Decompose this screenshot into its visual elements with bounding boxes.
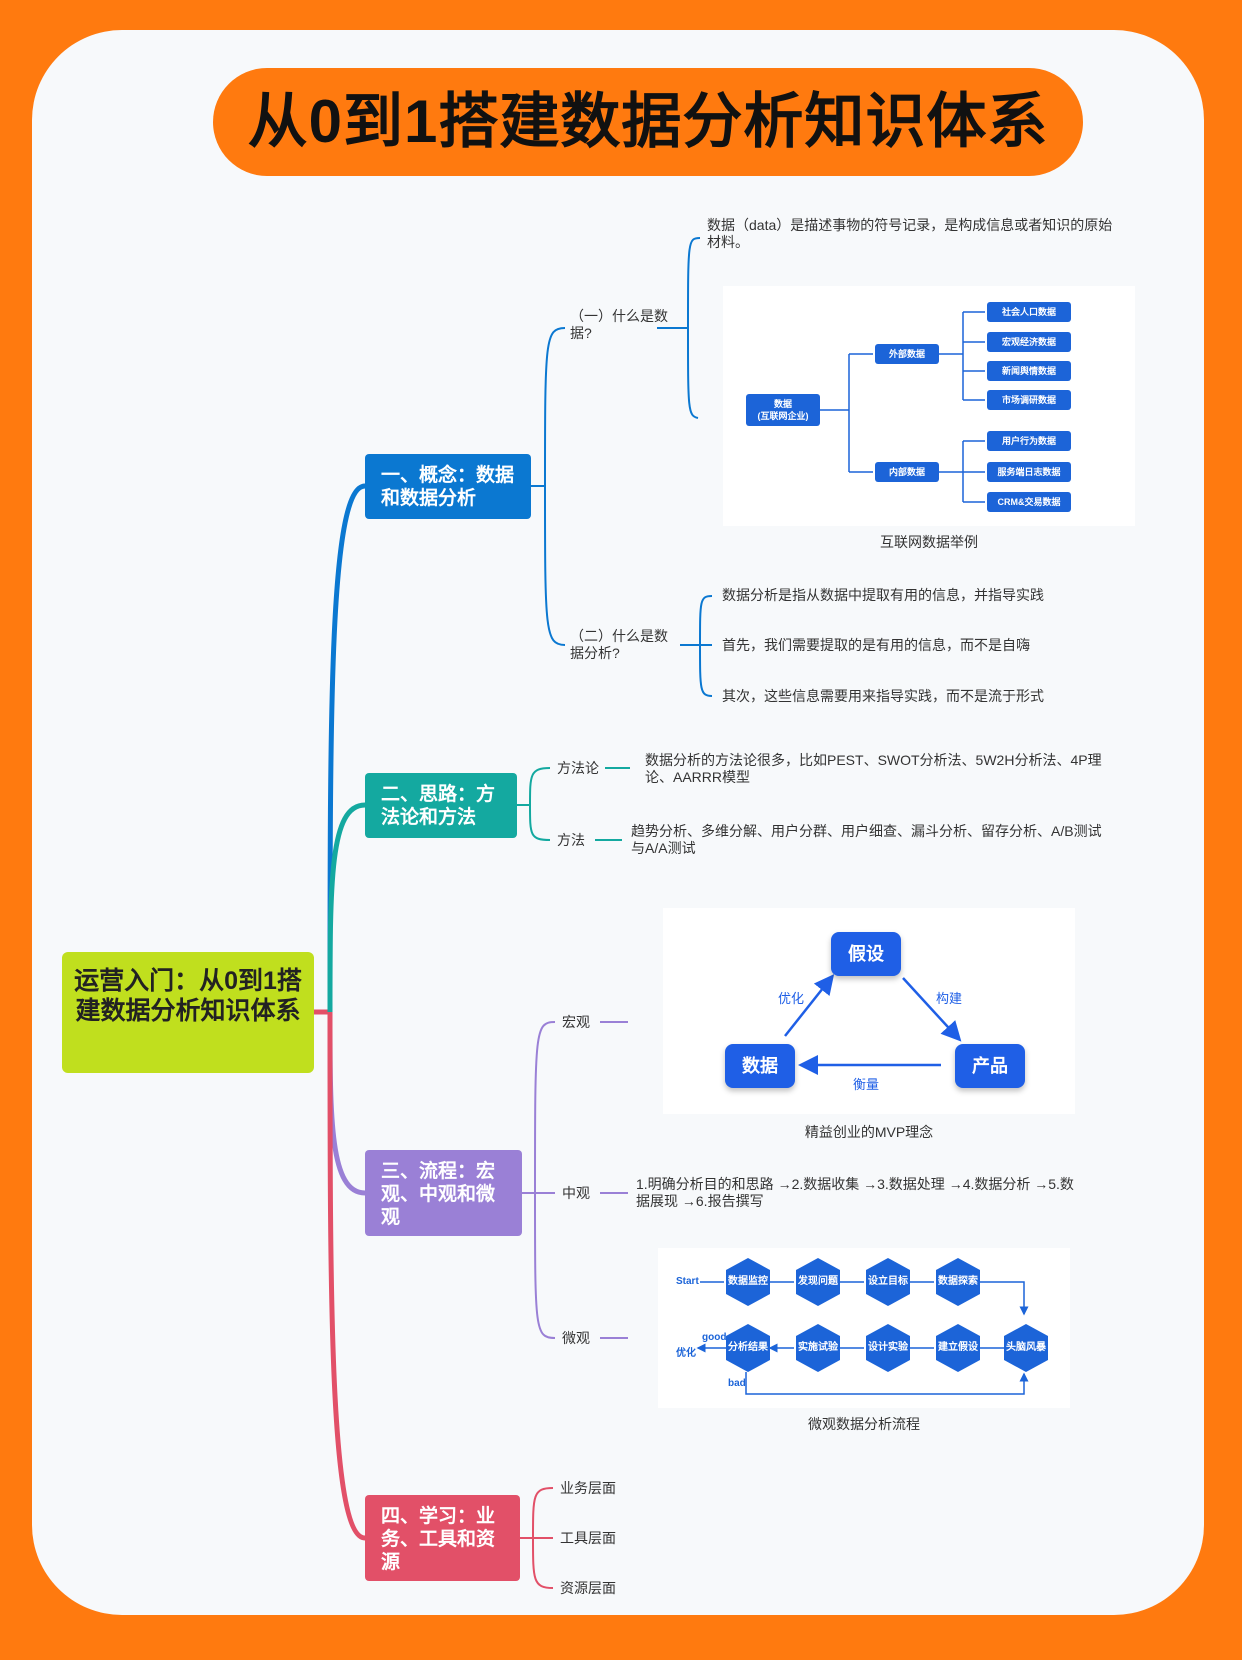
figure-connectors xyxy=(818,311,985,503)
topic-business[interactable]: 业务层面 xyxy=(560,1480,616,1496)
mvp-node-data: 数据 xyxy=(725,1044,795,1088)
internal-item: CRM&交易数据 xyxy=(987,492,1071,512)
analysis-point: 首先，我们需要提取的是有用的信息，而不是自嗨 xyxy=(722,637,1030,653)
topic-resources[interactable]: 资源层面 xyxy=(560,1580,616,1596)
mvp-caption: 精益创业的MVP理念 xyxy=(804,1124,934,1140)
internal-item: 服务端日志数据 xyxy=(987,462,1071,482)
branch-thinking[interactable]: 二、思路：方法论和方法 xyxy=(365,773,517,838)
methodology-text: 数据分析的方法论很多，比如PEST、SWOT分析法、5W2H分析法、4P理论、A… xyxy=(645,752,1102,785)
mvp-arrows xyxy=(784,974,962,1075)
data-root-box: 数据 (互联网企业) xyxy=(746,394,820,426)
branch-concept[interactable]: 一、概念：数据和数据分析 xyxy=(365,454,531,519)
topic-tools[interactable]: 工具层面 xyxy=(560,1530,616,1546)
mvp-figure: 假设 产品 数据 构建 衡量 优化 xyxy=(663,908,1075,1114)
branch-learning[interactable]: 四、学习：业务、工具和资源 xyxy=(365,1495,520,1581)
micro-flow-lines xyxy=(696,1281,1070,1395)
external-item: 新闻舆情数据 xyxy=(987,361,1071,381)
flow-bad-label: bad xyxy=(728,1378,746,1389)
mvp-edge-build: 构建 xyxy=(936,991,963,1006)
internal-data-box: 内部数据 xyxy=(875,462,939,482)
mvp-node-hypothesis: 假设 xyxy=(831,932,901,976)
root-node[interactable]: 运营入门：从0到1搭建数据分析知识体系 xyxy=(62,952,314,1073)
internet-data-figure: 数据 (互联网企业) 外部数据 内部数据 社会人口数据 宏观经济数据 新闻舆情数… xyxy=(723,286,1135,526)
mvp-edge-measure: 衡量 xyxy=(853,1077,880,1092)
topic-micro[interactable]: 微观 xyxy=(562,1330,590,1346)
meso-text: 1.明确分析目的和思路 →2.数据收集 →3.数据处理 →4.数据分析 →5.数… xyxy=(636,1176,1074,1209)
page-title: 从0到1搭建数据分析知识体系 xyxy=(247,88,1049,155)
mvp-node-product: 产品 xyxy=(955,1044,1025,1088)
figure-caption: 互联网数据举例 xyxy=(880,534,978,550)
external-item: 社会人口数据 xyxy=(987,302,1071,322)
topic-methods[interactable]: 方法 xyxy=(557,832,585,848)
analysis-point: 其次，这些信息需要用来指导实践，而不是流于形式 xyxy=(722,688,1044,704)
title-banner xyxy=(213,68,1083,176)
flow-optimize-label: 优化 xyxy=(676,1348,696,1359)
external-item: 宏观经济数据 xyxy=(987,332,1071,352)
methods-text: 趋势分析、多维分解、用户分群、用户细查、漏斗分析、留存分析、A/B测试与A/A测… xyxy=(631,823,1102,856)
analysis-point: 数据分析是指从数据中提取有用的信息，并指导实践 xyxy=(722,587,1044,603)
topic-meso[interactable]: 中观 xyxy=(562,1185,590,1201)
mvp-edge-optimize: 优化 xyxy=(778,991,805,1006)
topic-what-is-analysis[interactable]: （二）什么是数据分析? xyxy=(570,628,668,661)
data-definition: 数据（data）是描述事物的符号记录，是构成信息或者知识的原始材料。 xyxy=(707,217,1113,250)
topic-macro[interactable]: 宏观 xyxy=(562,1014,590,1030)
external-item: 市场调研数据 xyxy=(987,390,1071,410)
micro-flow-figure: Start 数据监控 发现问题 设立目标 数据探索 分析结果 实施试验 设计实验… xyxy=(658,1248,1070,1408)
topic-methodology[interactable]: 方法论 xyxy=(557,760,599,776)
micro-caption: 微观数据分析流程 xyxy=(808,1416,920,1432)
internal-item: 用户行为数据 xyxy=(987,431,1071,451)
flow-start-label: Start xyxy=(676,1276,699,1287)
external-data-box: 外部数据 xyxy=(875,344,939,364)
topic-what-is-data[interactable]: （一）什么是数据? xyxy=(570,308,668,341)
flow-good-label: good xyxy=(702,1332,727,1343)
branch-process[interactable]: 三、流程：宏观、中观和微观 xyxy=(365,1150,522,1236)
